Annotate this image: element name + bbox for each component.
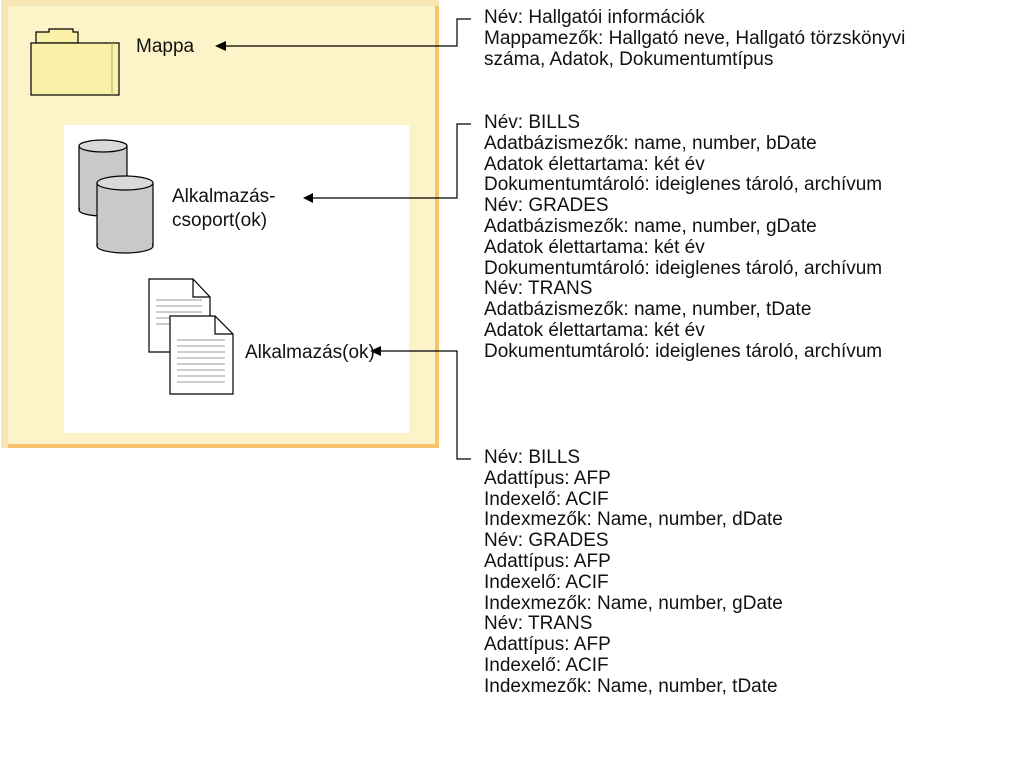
description-line: Dokumentumtároló: ideiglenes tároló, arc… (484, 257, 883, 279)
description-line: Indexelő: ACIF (484, 571, 609, 593)
description-line: Adatbázismezők: name, number, tDate (484, 299, 812, 321)
application-groups-connector (303, 123, 471, 203)
applications-label: Alkalmazás(ok) (245, 342, 375, 363)
panel-top-edge (1, 0, 439, 6)
description-line: Adattípus: AFP (484, 467, 611, 489)
application-groups-label-line1: Alkalmazás- (172, 186, 276, 207)
description-line: Dokumentumtároló: ideiglenes tároló, arc… (484, 340, 883, 362)
applications-description: Név: BILLS Adattípus: AFP Indexelő: ACIF… (484, 447, 783, 698)
description-line: Név: Hallgatói információk (484, 7, 705, 28)
description-line: Indexmezők: Name, number, tDate (484, 675, 778, 697)
description-line: Név: GRADES (484, 530, 609, 552)
folder-label: Mappa (136, 36, 195, 57)
description-line: Indexmezők: Name, number, dDate (484, 509, 783, 531)
description-line: Dokumentumtároló: ideiglenes tároló, arc… (484, 174, 883, 196)
description-line: Név: GRADES (484, 195, 609, 217)
application-groups-description: Név: BILLS Adatbázismezők: name, number,… (484, 112, 883, 363)
description-line: Név: BILLS (484, 447, 581, 468)
description-line: száma, Adatok, Dokumentumtípus (484, 48, 774, 70)
description-line: Név: TRANS (484, 278, 593, 300)
application-groups-label-line2: csoport(ok) (172, 210, 268, 231)
panel-left-edge (1, 0, 8, 448)
description-line: Név: TRANS (484, 613, 593, 635)
description-line: Adatok élettartama: két év (484, 319, 705, 341)
description-line: Indexelő: ACIF (484, 654, 609, 676)
description-line: Indexelő: ACIF (484, 488, 609, 510)
description-line: Név: BILLS (484, 112, 581, 133)
database-cylinder-icon (78, 139, 154, 254)
folder-icon (30, 28, 120, 96)
description-line: Adatbázismezők: name, number, gDate (484, 215, 817, 237)
description-line: Adattípus: AFP (484, 634, 611, 656)
description-line: Adatok élettartama: két év (484, 236, 705, 258)
folder-connector (215, 18, 471, 51)
description-line: Adatok élettartama: két év (484, 153, 705, 175)
description-line: Adatbázismezők: name, number, bDate (484, 132, 817, 154)
applications-connector (370, 346, 471, 460)
document-stack-icon (148, 278, 234, 395)
description-line: Indexmezők: Name, number, gDate (484, 592, 783, 614)
description-line: Adattípus: AFP (484, 550, 611, 572)
description-line: Mappamezők: Hallgató neve, Hallgató törz… (484, 27, 906, 49)
folder-description: Név: Hallgatói információk Mappamezők: H… (484, 7, 906, 70)
